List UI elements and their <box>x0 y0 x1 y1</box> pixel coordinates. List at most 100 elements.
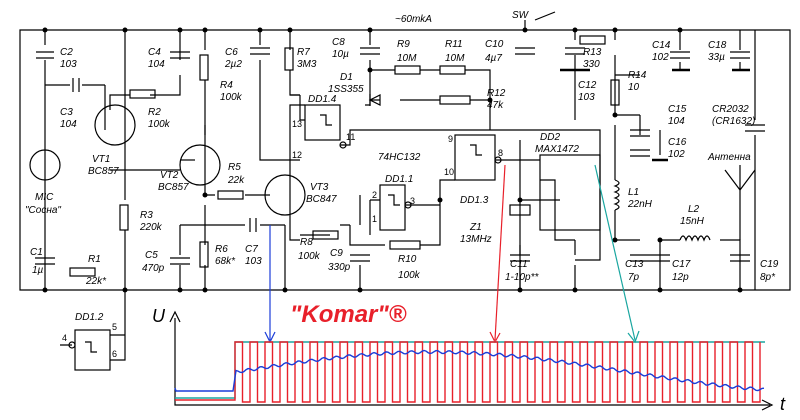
svg-text:3M3: 3M3 <box>297 59 317 70</box>
svg-text:DD1.3: DD1.3 <box>460 195 489 206</box>
svg-text:BC847: BC847 <box>306 194 337 205</box>
svg-text:74HC132: 74HC132 <box>378 152 421 163</box>
svg-text:C4: C4 <box>148 47 161 58</box>
svg-text:102: 102 <box>668 149 685 160</box>
svg-text:"Сосна": "Сосна" <box>25 205 61 216</box>
svg-text:10: 10 <box>628 82 640 93</box>
svg-text:330: 330 <box>583 59 600 70</box>
svg-text:2: 2 <box>372 190 377 200</box>
svg-text:C2: C2 <box>60 47 73 58</box>
svg-text:VT3: VT3 <box>310 182 329 193</box>
ground-bars <box>560 68 750 162</box>
svg-text:22k*: 22k* <box>85 276 107 287</box>
svg-text:BC857: BC857 <box>158 182 189 193</box>
svg-text:104: 104 <box>60 119 77 130</box>
svg-text:10: 10 <box>444 167 454 177</box>
blue-waveform <box>174 349 765 392</box>
svg-text:C9: C9 <box>330 248 343 259</box>
svg-text:R13: R13 <box>583 47 602 58</box>
svg-text:C12: C12 <box>578 80 597 91</box>
svg-text:C1: C1 <box>30 247 43 258</box>
svg-text:2µ2: 2µ2 <box>224 59 242 70</box>
svg-text:10M: 10M <box>445 53 465 64</box>
svg-text:470p: 470p <box>142 263 165 274</box>
svg-text:104: 104 <box>148 59 165 70</box>
axis-t-label: t <box>780 394 786 414</box>
wiring <box>19 11 791 291</box>
svg-text:47k: 47k <box>487 100 504 111</box>
svg-text:4µ7: 4µ7 <box>485 53 502 64</box>
svg-text:33µ: 33µ <box>708 52 725 63</box>
teal-probe-line <box>594 164 636 341</box>
svg-text:(CR1632): (CR1632) <box>712 116 755 127</box>
svg-text:11: 11 <box>346 132 355 142</box>
waveforms <box>174 341 765 403</box>
svg-text:R12: R12 <box>487 88 506 99</box>
svg-text:C18: C18 <box>708 40 727 51</box>
svg-text:DD1.1: DD1.1 <box>385 174 413 185</box>
svg-text:R3: R3 <box>140 210 153 221</box>
teal-waveform <box>175 341 765 399</box>
svg-text:220k: 220k <box>139 222 163 233</box>
svg-text:10M: 10M <box>397 53 417 64</box>
svg-text:C16: C16 <box>668 137 687 148</box>
svg-text:MIC: MIC <box>35 192 54 203</box>
svg-text:10µ: 10µ <box>332 49 349 60</box>
svg-text:DD2: DD2 <box>540 132 560 143</box>
svg-text:103: 103 <box>578 92 595 103</box>
components <box>29 35 765 371</box>
svg-text:D1: D1 <box>340 72 353 83</box>
svg-text:6: 6 <box>112 349 117 359</box>
svg-text:R5: R5 <box>228 162 241 173</box>
svg-text:DD1.4: DD1.4 <box>308 94 337 105</box>
svg-text:BC857: BC857 <box>88 166 119 177</box>
svg-text:9: 9 <box>448 134 453 144</box>
svg-text:Z1: Z1 <box>469 222 482 233</box>
svg-text:C15: C15 <box>668 104 687 115</box>
svg-text:R8: R8 <box>300 237 313 248</box>
svg-text:R14: R14 <box>628 70 647 81</box>
svg-text:104: 104 <box>668 116 685 127</box>
svg-text:1: 1 <box>372 214 377 224</box>
svg-text:R2: R2 <box>148 107 161 118</box>
svg-text:R9: R9 <box>397 39 410 50</box>
svg-text:Антенна: Антенна <box>707 152 751 163</box>
svg-text:22nH: 22nH <box>627 199 653 210</box>
svg-text:100k: 100k <box>298 251 321 262</box>
svg-text:1SS355: 1SS355 <box>328 84 364 95</box>
svg-text:C17: C17 <box>672 259 691 270</box>
svg-text:100k: 100k <box>220 92 243 103</box>
svg-text:R6: R6 <box>215 244 228 255</box>
svg-text:8: 8 <box>498 148 503 158</box>
svg-text:C3: C3 <box>60 107 73 118</box>
junctions <box>42 27 743 293</box>
svg-text:R1: R1 <box>88 254 101 265</box>
svg-text:R4: R4 <box>220 80 233 91</box>
svg-text:C5: C5 <box>145 250 158 261</box>
svg-text:C13: C13 <box>625 259 644 270</box>
svg-text:103: 103 <box>60 59 77 70</box>
svg-text:CR2032: CR2032 <box>712 104 749 115</box>
svg-text:4: 4 <box>62 333 67 343</box>
svg-text:15nH: 15nH <box>680 216 705 227</box>
svg-text:L1: L1 <box>628 187 639 198</box>
svg-text:1-10p**: 1-10p** <box>505 272 539 283</box>
svg-text:C14: C14 <box>652 40 671 51</box>
red-probe-line <box>494 164 506 341</box>
svg-text:1µ: 1µ <box>32 265 44 276</box>
svg-text:8p*: 8p* <box>760 272 776 283</box>
svg-text:3: 3 <box>410 196 415 206</box>
svg-text:7p: 7p <box>628 272 640 283</box>
svg-text:R11: R11 <box>445 39 463 50</box>
axis-u-label: U <box>152 306 166 326</box>
svg-text:C19: C19 <box>760 259 779 270</box>
red-waveform <box>175 341 761 403</box>
current-label: ~60mkA <box>395 14 432 25</box>
waveform-axes <box>169 310 774 411</box>
svg-text:L2: L2 <box>688 204 700 215</box>
switch-label: SW <box>512 10 530 21</box>
svg-text:22k: 22k <box>227 175 245 186</box>
svg-text:C10: C10 <box>485 39 504 50</box>
svg-text:12: 12 <box>292 150 302 160</box>
